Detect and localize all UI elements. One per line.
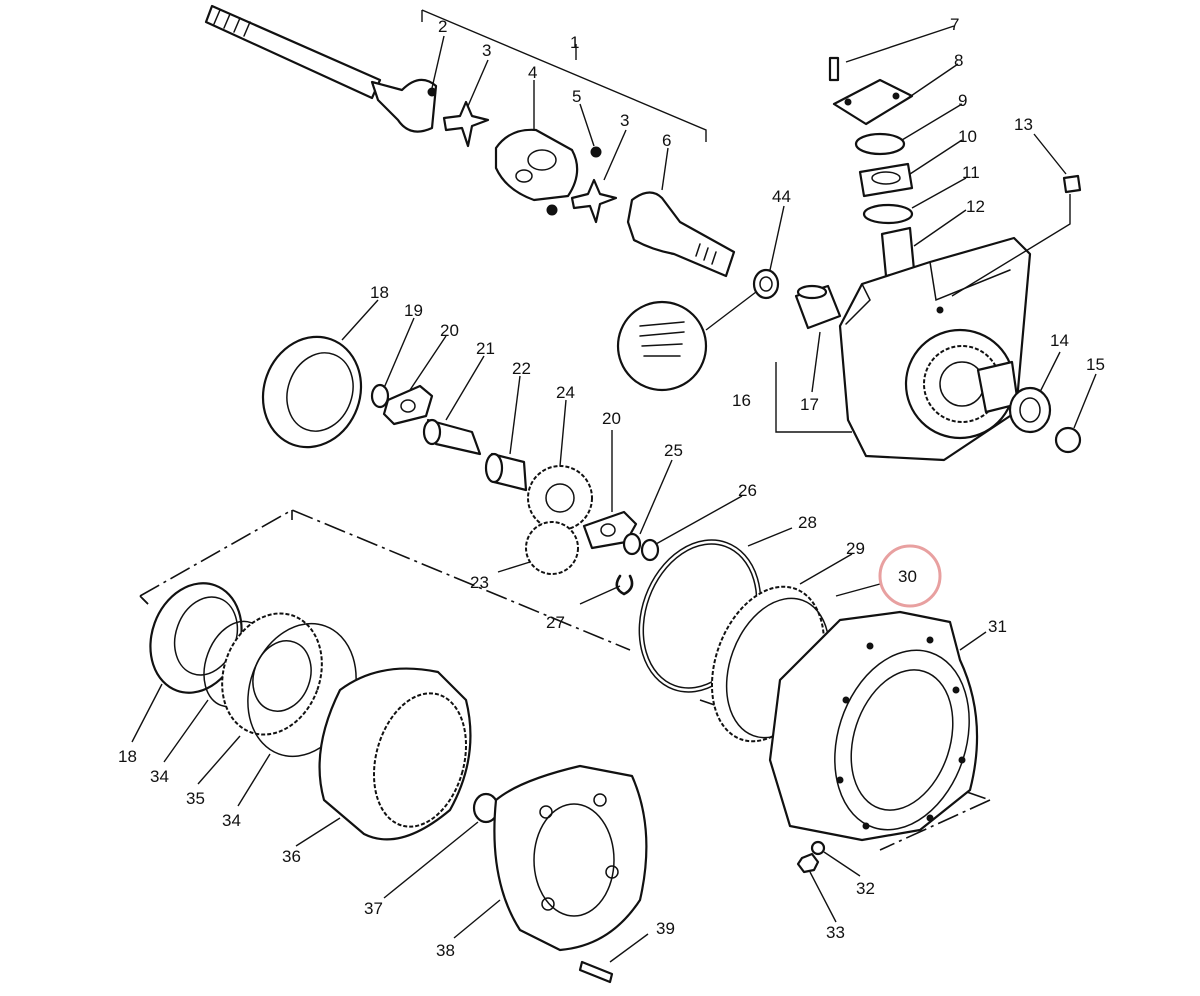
callout-1: 1 (570, 33, 579, 52)
spindle-nut (1008, 386, 1052, 434)
center-double-yoke (494, 128, 579, 202)
callout-5: 5 (572, 87, 581, 106)
hub-seal-upper (261, 335, 363, 449)
axle-shaft-group (204, 4, 736, 278)
shim (854, 132, 906, 156)
callout-13: 13 (1014, 115, 1033, 134)
callout-24: 24 (556, 383, 575, 402)
callout-8: 8 (954, 51, 963, 70)
hub-housing (768, 610, 979, 842)
o-ring (862, 203, 914, 225)
callout-7: 7 (950, 15, 959, 34)
callout-26: 26 (738, 481, 757, 500)
callout-4: 4 (528, 63, 537, 82)
callout-28: 28 (798, 513, 817, 532)
spider-cross-right (570, 178, 618, 224)
planet-gear-small (525, 521, 579, 575)
seal-section-detail (616, 300, 708, 392)
planetary-cover (493, 764, 648, 952)
thrust-washer-left (382, 384, 434, 426)
nut-33 (796, 852, 820, 874)
small-washer (370, 383, 390, 409)
axle-shaft (204, 4, 382, 100)
inner-yoke (370, 78, 438, 133)
callout-44: 44 (772, 187, 791, 206)
callout-35: 35 (186, 789, 205, 808)
callout-36: 36 (282, 847, 301, 866)
callout-22: 22 (512, 359, 531, 378)
callout-17: 17 (800, 395, 819, 414)
callout-16: 16 (732, 391, 751, 410)
callout-3-left: 3 (482, 41, 491, 60)
hub-assembly-group (149, 539, 979, 984)
callout-3-right: 3 (620, 111, 629, 130)
callout-14: 14 (1050, 331, 1069, 350)
washer-32 (810, 840, 826, 856)
callout-9: 9 (958, 91, 967, 110)
outer-stub-shaft (626, 191, 736, 278)
vent-plug (1062, 174, 1082, 194)
planet-gear-large (527, 465, 593, 531)
callout-34-a: 34 (150, 767, 169, 786)
callout-19: 19 (404, 301, 423, 320)
callout-33: 33 (826, 923, 845, 942)
leader-lines (131, 25, 1097, 963)
callout-6: 6 (662, 131, 671, 150)
callout-20-right: 20 (602, 409, 621, 428)
callout-23: 23 (470, 573, 489, 592)
cover-bolt (578, 960, 614, 984)
callout-38: 38 (436, 941, 455, 960)
callout-12: 12 (966, 197, 985, 216)
spider-cross-left (442, 100, 490, 148)
callout-21: 21 (476, 339, 495, 358)
callout-32: 32 (856, 879, 875, 898)
callout-27: 27 (546, 613, 565, 632)
callout-18-upper: 18 (370, 283, 389, 302)
callout-29: 29 (846, 539, 865, 558)
centering-ball (590, 146, 602, 158)
shaft-seal (752, 268, 780, 300)
highlight-circle (878, 544, 942, 608)
planetary-parts-group (261, 335, 660, 596)
circlip (615, 574, 634, 596)
callout-11: 11 (962, 163, 980, 182)
assembly-boundary (139, 509, 991, 801)
callout-34-b: 34 (222, 811, 241, 830)
cap-bolt (828, 56, 840, 82)
callout-25: 25 (664, 441, 683, 460)
snap-ring (1054, 426, 1082, 454)
callout-31: 31 (988, 617, 1007, 636)
callout-18-lower: 18 (118, 747, 137, 766)
callout-labels: 1 2 3 3 4 5 6 7 8 9 10 11 12 13 14 15 16… (118, 15, 1105, 960)
callout-2: 2 (438, 17, 447, 36)
callout-20-left: 20 (440, 321, 459, 340)
retaining-ring-a (622, 532, 642, 556)
callout-39: 39 (656, 919, 675, 938)
steering-knuckle-group (828, 56, 1082, 462)
retaining-ring-b (640, 538, 660, 562)
taper-bearing (858, 162, 914, 198)
callout-37: 37 (364, 899, 383, 918)
callout-30: 30 (898, 567, 917, 586)
callout-15: 15 (1086, 355, 1105, 374)
callout-10: 10 (958, 127, 977, 146)
